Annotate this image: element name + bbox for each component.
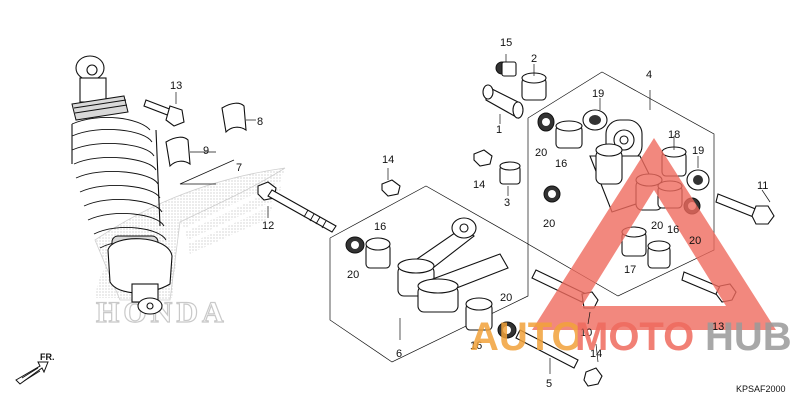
callout-20-b: 20 [543,218,555,230]
direction-label: FR. [40,352,55,362]
callout-6: 6 [396,348,402,360]
brand-text: HONDA [96,296,228,329]
watermark-hub: HUB [705,315,792,359]
callout-20-lower: 20 [500,292,512,304]
nut-14-mid [473,149,493,167]
collar-2 [521,72,547,101]
link-arm [345,217,517,339]
callout-20-d: 20 [689,235,701,247]
callout-16-lower: 16 [470,340,482,352]
bolt-11 [715,193,775,225]
callout-20-left: 20 [347,269,359,281]
bearing-16-c [647,240,671,269]
shock-absorber [71,55,173,315]
callout-20-a: 20 [535,147,547,159]
callout-19-a: 19 [592,88,604,100]
callout-9: 9 [203,145,209,157]
collar-1 [482,84,524,119]
bolt-12 [257,181,337,233]
callout-13-lower: 13 [712,321,724,333]
watermark-logo [532,138,776,330]
callout-12: 12 [262,220,274,232]
callout-15: 15 [500,37,512,49]
bearing-17 [621,226,647,257]
callout-14-left: 14 [382,154,394,166]
seal-20-a [537,112,555,132]
callout-20-c: 20 [651,220,663,232]
bearing-16-a [555,120,583,149]
callout-16-a: 16 [555,158,567,170]
watermark-auto: AUTO [470,315,583,359]
callout-14-lower: 14 [590,348,602,360]
callout-17: 17 [624,264,636,276]
callout-8: 8 [257,116,263,128]
watermark-text: AUTO MOTO HUB [470,315,792,359]
callout-1: 1 [496,124,502,136]
seal-20-b [543,185,561,203]
collar-9 [165,136,191,168]
nut-14-left [381,179,401,197]
callout-5: 5 [546,378,552,390]
callout-16-left: 16 [374,221,386,233]
callout-11: 11 [757,180,768,192]
callout-18: 18 [668,129,680,141]
seal-19-b [686,169,710,191]
callout-3: 3 [504,197,510,209]
group-6-outline [329,185,529,363]
diagram-code: KPSAF2000 [736,384,786,394]
callout-10: 10 [580,327,592,339]
bolt-13-top [143,99,185,127]
callout-4: 4 [646,69,652,81]
collar-15 [495,61,517,77]
leader-lines [175,54,771,374]
bolt-5 [515,329,603,387]
front-direction-indicator: FR. [15,352,55,385]
watermark-moto: MOTO [575,315,694,359]
callout-7: 7 [236,162,242,174]
callout-13-top: 13 [170,80,182,92]
arrow-icon [15,361,49,385]
callout-19-b: 19 [692,145,704,157]
callout-2: 2 [531,53,537,65]
callout-16-c: 16 [667,224,679,236]
seal-19-a [582,109,608,131]
collar-8 [221,102,247,134]
collar-3 [499,161,521,185]
callout-14-mid: 14 [473,179,485,191]
